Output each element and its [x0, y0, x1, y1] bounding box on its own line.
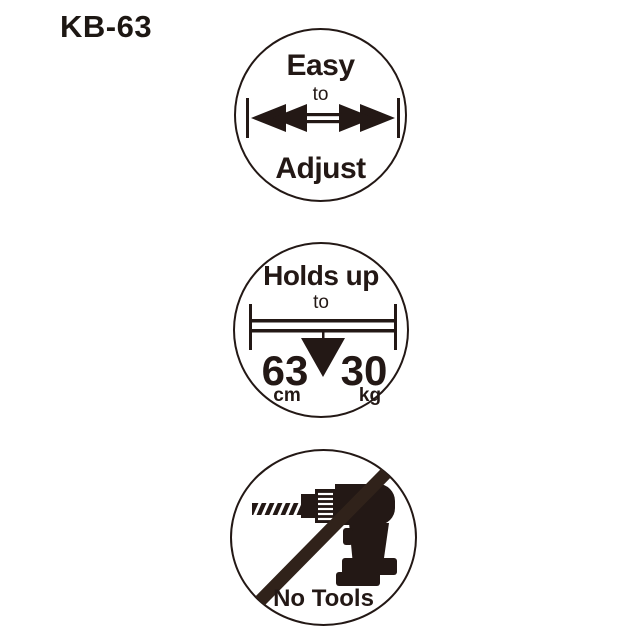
- arrow-right-head-inner: [339, 104, 374, 132]
- arrow-left-end-bar: [246, 98, 249, 138]
- drill-battery-foot: [336, 572, 380, 586]
- no-tools-label: No Tools: [273, 585, 374, 612]
- arrow-shaft-top-line: [282, 113, 364, 117]
- prohibition-slash: [255, 468, 391, 606]
- product-code: KB-63: [60, 9, 153, 44]
- badge-easy-to-adjust: Easy to Adjust: [234, 28, 407, 202]
- easy-to-label: to: [312, 84, 329, 105]
- load-bar-icon: [249, 304, 397, 377]
- adjust-label: Adjust: [275, 152, 366, 185]
- drill-battery: [342, 558, 397, 575]
- badge-no-tools: No Tools: [230, 449, 417, 626]
- arrow-right-head-outer: [360, 104, 395, 132]
- arrow-left-head-inner: [272, 104, 307, 132]
- width-unit: cm: [273, 385, 301, 406]
- badge-holds-up-to: Holds up to 63 cm 30 kg: [233, 242, 409, 418]
- weight-unit: kg: [358, 385, 382, 406]
- load-connector: [322, 332, 325, 340]
- bar-left-cap: [249, 304, 252, 350]
- drill-collar: [301, 494, 317, 518]
- bar-top-line: [249, 319, 397, 323]
- down-arrow-icon: [301, 338, 345, 377]
- holds-up-label: Holds up: [263, 260, 379, 291]
- easy-label: Easy: [286, 49, 355, 82]
- arrow-right-end-bar: [397, 98, 400, 138]
- drill-chuck-ridges: [318, 492, 333, 521]
- bar-right-cap: [394, 304, 397, 350]
- no-tools-icon: [252, 468, 397, 606]
- weight-value: 30: [340, 347, 388, 394]
- drill-handle: [349, 523, 389, 565]
- arrow-left-head-outer: [251, 104, 286, 132]
- holds-to-label: to: [313, 292, 329, 313]
- double-arrow-icon: [246, 98, 400, 138]
- bar-bottom-line: [249, 329, 397, 333]
- width-value: 63: [261, 347, 309, 394]
- drill-trigger: [343, 528, 353, 545]
- arrow-shaft-bottom-line: [282, 120, 364, 124]
- drill-bit-threads: [252, 500, 303, 518]
